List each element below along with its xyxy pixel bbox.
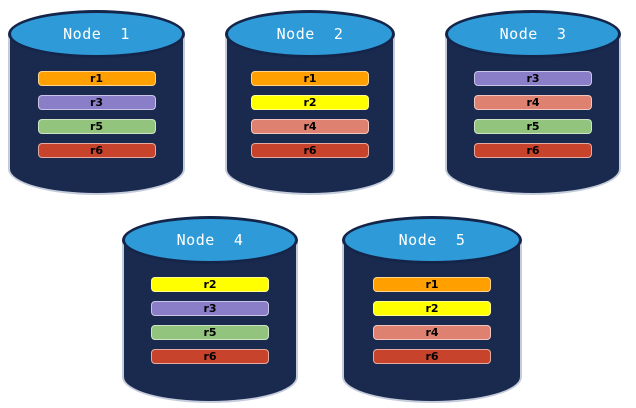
node-3-title: Node 3 (499, 25, 567, 43)
node-3-cylinder-body (445, 34, 621, 195)
node-4-cylinder-top: Node 4 (122, 216, 298, 264)
node-3-cylinder: Node 3 r3 r4 r5 r6 (445, 10, 621, 195)
node-5-cylinder-top: Node 5 (342, 216, 522, 264)
replica-bar: r1 (373, 277, 491, 292)
replica-bar: r5 (151, 325, 269, 340)
node-1-cylinder-body (8, 34, 185, 195)
node-4-cylinder: Node 4 r2 r3 r5 r6 (122, 216, 298, 403)
replica-bar: r6 (37, 143, 156, 158)
replica-bar: r1 (251, 71, 369, 86)
replica-bar: r2 (251, 95, 369, 110)
replica-bar: r4 (373, 325, 491, 340)
node-2-cylinder-top: Node 2 (225, 10, 395, 58)
node-1-cylinder: Node 1 r1 r3 r5 r6 (8, 10, 185, 195)
replica-bar: r2 (151, 277, 269, 292)
replica-bar: r3 (151, 301, 269, 316)
node-3-replica-list: r3 r4 r5 r6 (445, 71, 621, 158)
node-1-title: Node 1 (63, 25, 130, 43)
node-4-cylinder-body (122, 240, 298, 403)
replica-bar: r4 (251, 119, 369, 134)
node-5-title: Node 5 (398, 231, 466, 249)
replica-bar: r6 (474, 143, 592, 158)
replica-bar: r6 (151, 349, 269, 364)
node-5-cylinder: Node 5 r1 r2 r4 r6 (342, 216, 522, 403)
replica-bar: r2 (373, 301, 491, 316)
replica-bar: r6 (251, 143, 369, 158)
node-2-replica-list: r1 r2 r4 r6 (225, 71, 395, 158)
node-4-title: Node 4 (176, 231, 244, 249)
node-3-cylinder-top: Node 3 (445, 10, 621, 58)
replica-bar: r1 (37, 71, 156, 86)
node-5-replica-list: r1 r2 r4 r6 (342, 277, 522, 364)
node-2-cylinder-body (225, 34, 395, 195)
node-1-cylinder-top: Node 1 (8, 10, 185, 58)
node-2-title: Node 2 (276, 25, 344, 43)
replica-bar: r4 (474, 95, 592, 110)
replica-bar: r3 (474, 71, 592, 86)
replica-bar: r3 (37, 95, 156, 110)
node-1-replica-list: r1 r3 r5 r6 (8, 71, 185, 158)
replica-bar: r5 (37, 119, 156, 134)
replica-bar: r6 (373, 349, 491, 364)
node-2-cylinder: Node 2 r1 r2 r4 r6 (225, 10, 395, 195)
node-4-replica-list: r2 r3 r5 r6 (122, 277, 298, 364)
node-5-cylinder-body (342, 240, 522, 403)
replica-bar: r5 (474, 119, 592, 134)
